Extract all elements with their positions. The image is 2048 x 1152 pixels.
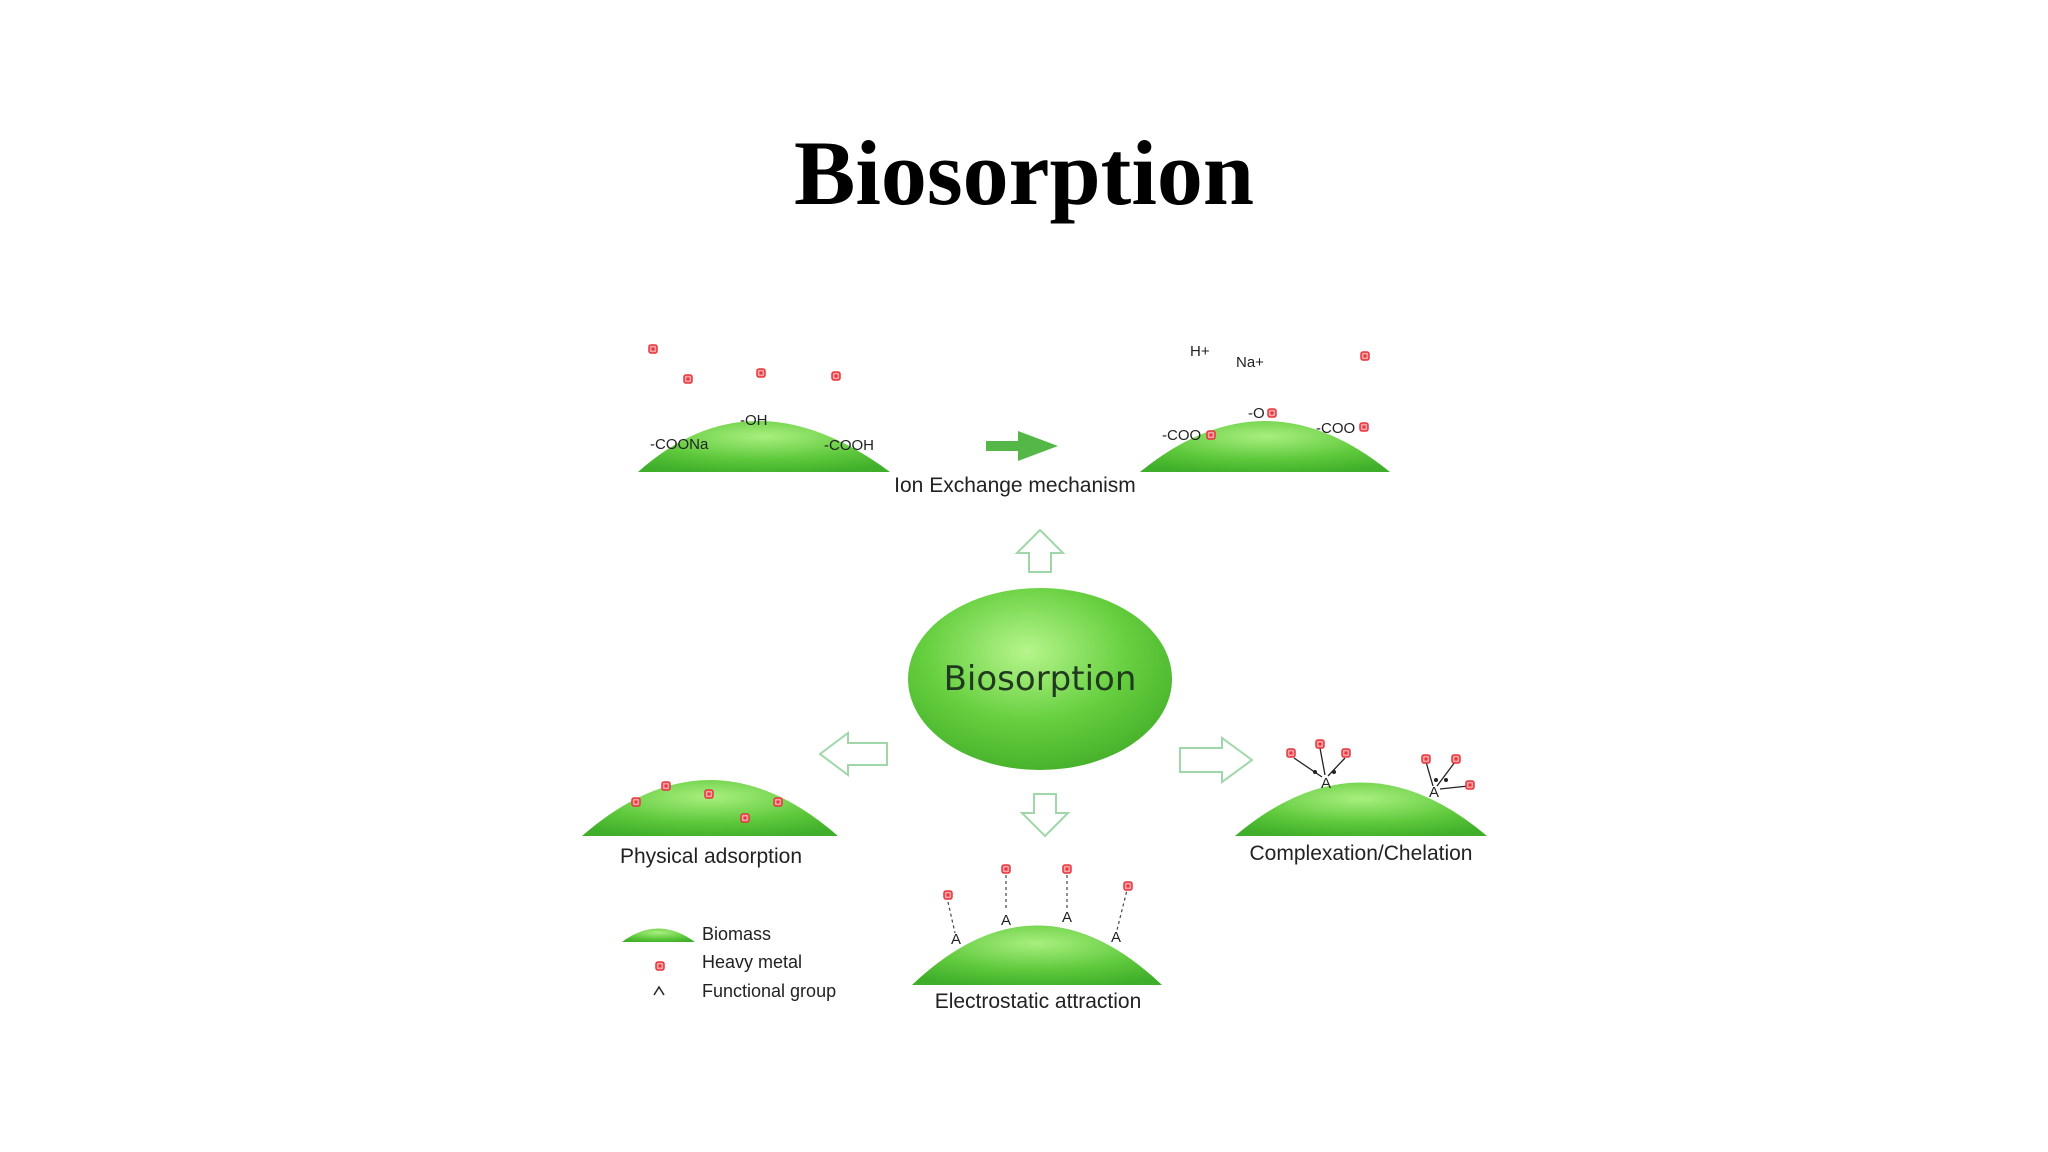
functional-group-icon: A	[1111, 929, 1121, 946]
group-label: -OH	[740, 412, 768, 429]
heavy-metal-icon	[1001, 864, 1011, 874]
heavy-metal-icon	[1062, 864, 1072, 874]
center-label: Biosorption	[944, 659, 1137, 699]
group-label: -COONa	[650, 436, 709, 453]
electrostatic-label: Electrostatic attraction	[935, 990, 1142, 1013]
heavy-metal-icon	[648, 344, 658, 354]
complexation-label: Complexation/Chelation	[1250, 842, 1473, 865]
outline-arrow-left	[818, 731, 888, 777]
group-label: -COO	[1162, 427, 1201, 444]
heavy-metal-icon	[1360, 351, 1370, 361]
legend-label: Heavy metal	[702, 952, 802, 972]
released-ion-label: Na+	[1236, 354, 1264, 371]
heavy-metal-icon	[943, 890, 953, 900]
slide-title: Biosorption	[793, 122, 1255, 224]
heavy-metal-icon	[1267, 408, 1277, 418]
biosorption-center-node: Biosorption	[908, 588, 1172, 770]
heavy-metal-icon	[740, 813, 750, 823]
heavy-metal-icon	[831, 371, 841, 381]
heavy-metal-icon	[756, 368, 766, 378]
electrostatic-biomass: A A A A	[912, 864, 1162, 985]
functional-group-icon: A	[1429, 784, 1439, 801]
group-label: -COO	[1316, 420, 1355, 437]
heavy-metal-icon	[1286, 748, 1296, 758]
heavy-metal-icon	[1359, 422, 1369, 432]
complexation-biomass: A A	[1235, 739, 1487, 836]
legend-label: Biomass	[702, 924, 771, 944]
physical-adsorption-label: Physical adsorption	[620, 845, 802, 868]
released-ion-label: H+	[1190, 343, 1210, 360]
physical-adsorption-biomass	[582, 780, 838, 836]
ion-exchange-label: Ion Exchange mechanism	[894, 474, 1136, 497]
functional-group-legend-icon	[653, 985, 665, 996]
heavy-metal-icon	[1315, 739, 1325, 749]
legend-label: Functional group	[702, 981, 836, 1001]
outline-arrow-right	[1179, 736, 1254, 784]
ion-exchange-after-biomass: H+ Na+ -COO -O -COO	[1140, 343, 1390, 472]
solid-arrow-right	[986, 431, 1058, 461]
functional-group-icon: A	[1001, 912, 1011, 929]
group-label: -COOH	[824, 437, 874, 454]
heavy-metal-icon	[631, 797, 641, 807]
ion-exchange-before-biomass: -COONa -OH -COOH	[638, 344, 890, 472]
heavy-metal-icon	[1465, 780, 1475, 790]
heavy-metal-icon	[661, 781, 671, 791]
heavy-metal-icon	[1451, 754, 1461, 764]
heavy-metal-legend-icon	[655, 961, 665, 971]
group-label: -O	[1248, 405, 1265, 422]
functional-group-icon: A	[951, 931, 961, 948]
heavy-metal-icon	[683, 374, 693, 384]
biomass-legend-icon	[622, 928, 695, 942]
heavy-metal-icon	[1421, 754, 1431, 764]
outline-arrow-up	[1014, 528, 1066, 573]
heavy-metal-icon	[704, 789, 714, 799]
functional-group-icon: A	[1321, 775, 1331, 792]
heavy-metal-icon	[1206, 430, 1216, 440]
heavy-metal-icon	[773, 797, 783, 807]
heavy-metal-icon	[1341, 748, 1351, 758]
legend: Biomass Heavy metal Functional group	[622, 924, 836, 1001]
outline-arrow-down	[1019, 793, 1071, 838]
heavy-metal-icon	[1123, 881, 1133, 891]
functional-group-icon: A	[1062, 909, 1072, 926]
